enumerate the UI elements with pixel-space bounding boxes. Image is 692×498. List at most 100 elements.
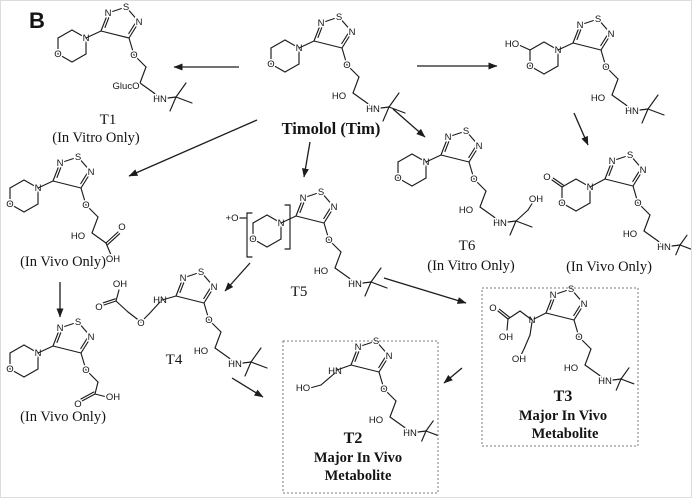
bond-line — [125, 6, 140, 23]
bond-line — [533, 312, 547, 320]
bond-line — [551, 179, 563, 188]
atom-label: HO — [332, 91, 346, 102]
bond-line — [389, 416, 405, 428]
bond-line — [350, 346, 359, 366]
bond-line — [228, 357, 236, 365]
atom-label: N — [587, 182, 594, 193]
bond-line — [372, 106, 390, 110]
atom-label: HO — [194, 346, 208, 357]
bond-line — [234, 361, 252, 365]
bond-line — [388, 92, 400, 108]
bond-line — [59, 156, 79, 164]
bond-line — [105, 242, 112, 256]
bond-line — [366, 102, 374, 110]
atom-label: O — [543, 172, 550, 183]
atom-label: O — [54, 49, 61, 60]
atom-label: HN — [403, 428, 417, 439]
panel-label-group: B — [29, 8, 45, 33]
atom-label: HN — [657, 242, 671, 253]
bond-line — [468, 147, 476, 159]
bond-line — [334, 267, 350, 279]
bond-line — [632, 171, 640, 183]
bond-line — [128, 37, 135, 56]
atom-label: N — [609, 156, 616, 167]
atom-label: S — [198, 267, 204, 278]
bond-line — [77, 321, 92, 338]
compound-label: T6 — [459, 238, 476, 254]
bond-line — [71, 53, 87, 63]
atom-label: HN — [493, 218, 507, 229]
atom-label: OH — [529, 194, 543, 205]
atom-label: N — [608, 29, 615, 40]
bond-line — [425, 154, 442, 163]
bond-line — [9, 368, 25, 378]
atom-label: O — [82, 365, 89, 376]
bond-line — [252, 238, 268, 248]
bond-line — [647, 94, 659, 110]
bond-line — [543, 41, 559, 51]
atom-label: N — [550, 290, 557, 301]
bond-line — [270, 63, 286, 73]
bond-line — [338, 16, 353, 33]
bond-line — [468, 161, 475, 180]
atom-label: HN — [228, 359, 242, 370]
bond-line — [523, 334, 531, 350]
bond-line — [23, 344, 39, 354]
bond-line — [604, 178, 634, 187]
bond-line — [37, 180, 54, 189]
bond-line — [370, 281, 388, 289]
bond-line — [579, 18, 599, 26]
bond-line — [598, 374, 606, 382]
bond-line — [589, 178, 606, 188]
bond-line — [323, 206, 335, 224]
atom-label: O — [95, 302, 102, 313]
atom-label: O — [6, 199, 13, 210]
atom-label: HN — [348, 279, 362, 290]
bond-line — [600, 49, 607, 68]
bond-line — [153, 92, 161, 100]
atom-label: O — [118, 222, 125, 233]
bond-line — [552, 177, 564, 186]
bond-line — [575, 178, 591, 188]
atom-label: HO — [369, 415, 383, 426]
compound-label: T5 — [291, 284, 308, 300]
atom-label: N — [423, 157, 430, 168]
bond-line — [444, 140, 450, 152]
bond-line — [529, 321, 533, 336]
bond-line — [354, 281, 372, 285]
t2-highlight-box — [282, 340, 439, 494]
atom-label: N — [88, 332, 95, 343]
bond-line — [23, 203, 39, 213]
bond-line — [250, 347, 262, 363]
bond-line — [411, 153, 427, 163]
compound-label: (In Vitro Only) — [52, 130, 140, 146]
bond-line — [56, 331, 62, 343]
atom-label: O — [634, 198, 641, 209]
bond-line — [313, 22, 322, 42]
bond-line — [632, 185, 639, 204]
bond-line — [375, 340, 390, 357]
bond-line — [252, 214, 268, 224]
atom-label: O — [6, 364, 13, 375]
bond-line — [378, 371, 385, 390]
bond-line — [9, 179, 25, 189]
bond-line — [91, 216, 99, 234]
atom-label: S — [373, 336, 379, 347]
bond-line — [161, 295, 177, 301]
bond-line — [584, 364, 600, 376]
atom-label: HN — [598, 376, 612, 387]
bond-line — [378, 355, 390, 373]
bond-line — [52, 327, 61, 347]
bond-line — [323, 222, 330, 241]
bond-line — [600, 35, 608, 47]
bond-line — [77, 156, 92, 173]
bond-line — [557, 42, 574, 51]
atom-label: N — [88, 167, 95, 178]
bond-line — [497, 310, 509, 320]
bond-line — [341, 47, 348, 66]
bond-line — [175, 96, 193, 104]
